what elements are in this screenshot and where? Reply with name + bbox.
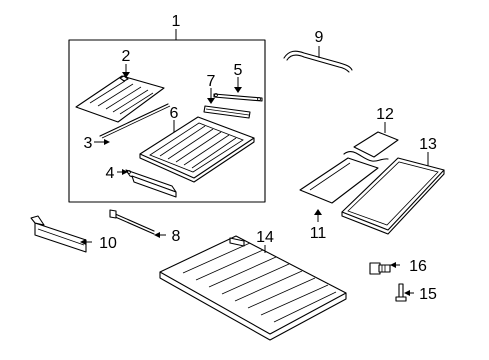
part-13-panel <box>341 157 445 235</box>
callout-11: 11 <box>310 225 327 242</box>
part-10-bracket <box>30 215 87 253</box>
callout-7: 7 <box>207 73 216 90</box>
arrow-15 <box>404 290 410 296</box>
callout-15: 15 <box>419 286 437 303</box>
callout-5: 5 <box>234 62 243 79</box>
part-2-panel <box>75 75 165 123</box>
arrow-8 <box>154 232 160 238</box>
arrow-7 <box>207 98 215 104</box>
callout-4: 4 <box>106 165 115 182</box>
part-4-rail <box>125 169 177 198</box>
arrow-10 <box>80 239 86 245</box>
arrow-3 <box>104 139 110 145</box>
part-8-rod <box>109 209 155 235</box>
part-11-mat <box>299 151 389 204</box>
callout-13: 13 <box>419 136 437 153</box>
part-12-flap <box>353 131 399 158</box>
callout-16: 16 <box>409 258 427 275</box>
arrow-4 <box>122 169 128 175</box>
arrow-2 <box>122 72 130 78</box>
callout-6: 6 <box>170 105 179 122</box>
assembly-box <box>68 39 266 203</box>
callout-3: 3 <box>84 135 93 152</box>
arrow-5 <box>234 87 242 93</box>
part-6-panel <box>139 116 255 183</box>
callout-14: 14 <box>256 229 274 246</box>
callout-8: 8 <box>172 228 181 245</box>
arrow-11 <box>314 209 322 215</box>
part-14-floor <box>159 235 347 341</box>
part-15-stud <box>395 283 407 302</box>
part-7-strip <box>203 105 251 119</box>
arrow-16 <box>390 262 396 268</box>
part-16-bolt <box>369 262 391 275</box>
callout-10: 10 <box>99 235 117 252</box>
callout-12: 12 <box>376 106 394 123</box>
callout-2: 2 <box>122 48 131 65</box>
part-9-handle <box>283 50 353 73</box>
part-3-strip <box>99 103 169 137</box>
callout-9: 9 <box>315 29 324 46</box>
callout-1: 1 <box>172 13 181 30</box>
part-5-bar <box>213 93 263 102</box>
